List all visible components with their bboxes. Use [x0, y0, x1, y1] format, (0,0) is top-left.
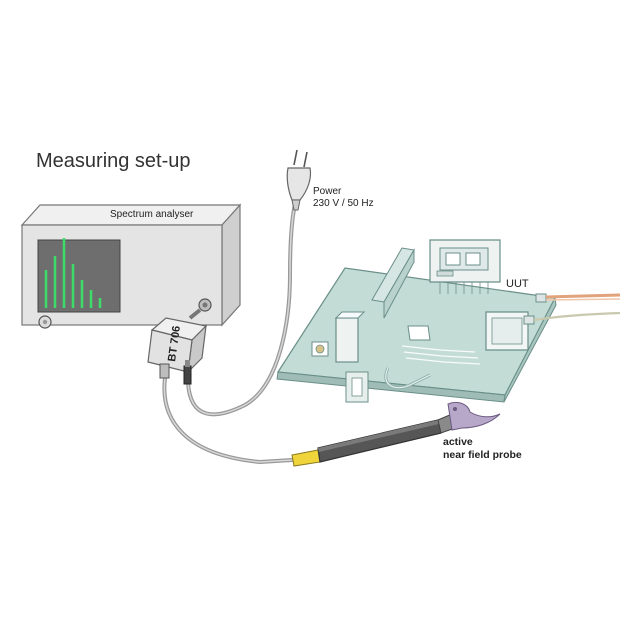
probe-connector-sleeve [291, 449, 321, 467]
probe-tip [447, 401, 501, 431]
probe-cable [162, 376, 294, 465]
amplifier-bt706: BT 706 [147, 308, 208, 385]
power-plug: Power 230 V / 50 Hz [286, 149, 374, 211]
probe-label-line1: active [443, 436, 473, 448]
amplifier-label: BT 706 [166, 325, 183, 362]
uut-board: UUT [276, 239, 557, 403]
spectrum-analyser-label: Spectrum analyser [110, 209, 194, 220]
spectrum-analyser: Spectrum analyser [20, 203, 242, 329]
probe-connector [159, 363, 170, 379]
spectrum-display [44, 238, 102, 308]
analyser-screen [37, 239, 121, 313]
uut-ribbon-cable [545, 293, 620, 299]
uut-signal-cable [533, 311, 620, 322]
uut-label: UUT [506, 278, 529, 290]
power-label-line1: Power [313, 186, 342, 197]
diagram-title: Measuring set-up [36, 150, 191, 172]
power-jack [183, 365, 192, 385]
power-label-line2: 230 V / 50 Hz [313, 198, 374, 209]
near-field-probe: active near field probe [291, 401, 522, 467]
probe-label-line2: near field probe [443, 449, 522, 461]
